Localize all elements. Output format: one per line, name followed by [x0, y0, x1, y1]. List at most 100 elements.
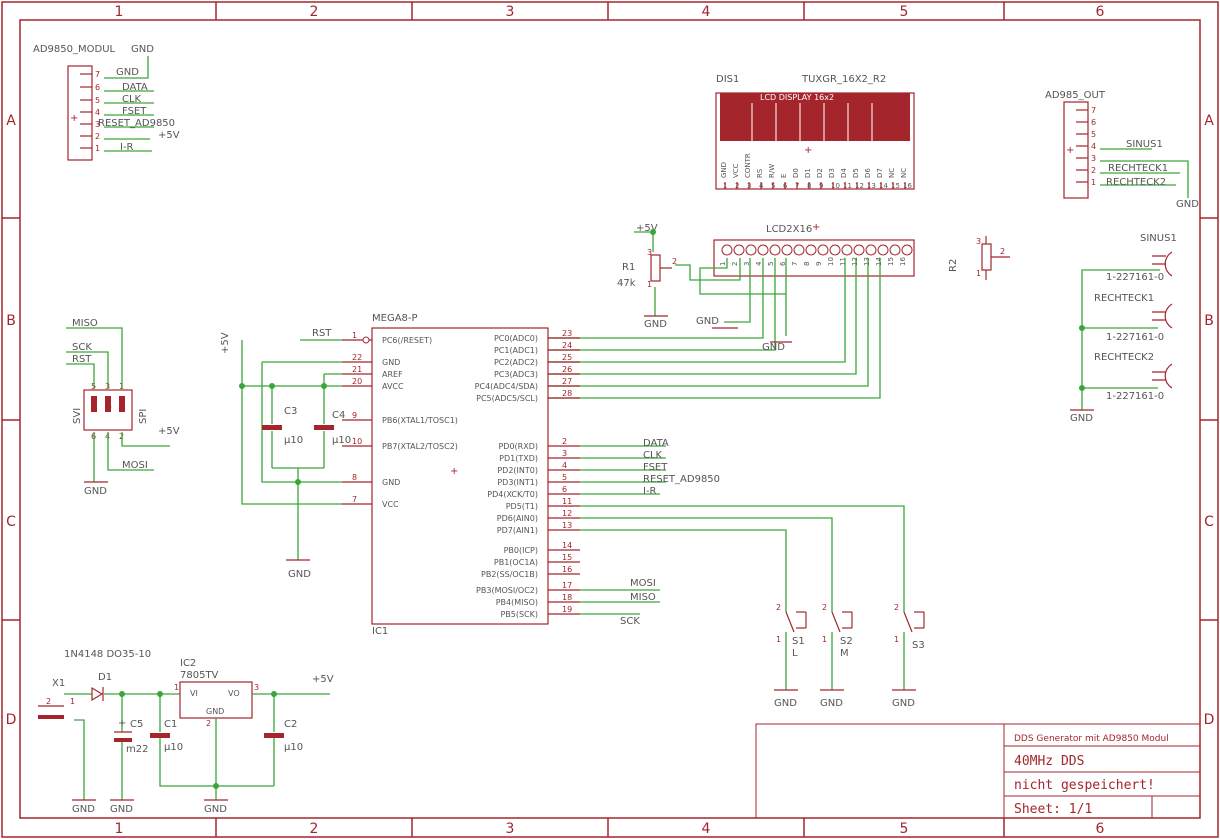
mcu-pin-name: PC2(ADC2) — [494, 358, 538, 367]
mcu-pin-name: PC0(ADC0) — [494, 334, 538, 343]
mcu-pin-number: 19 — [562, 605, 572, 614]
lcd-pin-name: D1 — [804, 168, 812, 178]
gnd-label: GND — [644, 319, 667, 330]
net-label: I-R — [120, 142, 134, 153]
header-pin-number: 11 — [839, 257, 847, 266]
gnd-label: GND — [762, 342, 785, 353]
mcu-pin-name: PD0(RXD) — [498, 442, 538, 451]
cap-ref: C5 — [130, 719, 143, 730]
mcu-pin-name: AREF — [382, 370, 403, 379]
lcd-pin-name: D6 — [864, 168, 872, 178]
lcd-pin-name: RS — [756, 168, 764, 178]
net-label: CLK — [643, 450, 663, 461]
svg-text:1: 1 — [647, 280, 652, 289]
mcu-pin-name: PB7(XTAL2/TOSC2) — [382, 442, 458, 451]
header-pin-number: 1 — [719, 262, 727, 266]
header-pin — [841, 244, 853, 256]
svg-text:2: 2 — [1091, 166, 1096, 175]
mcu-pin-number: 5 — [562, 473, 567, 482]
mcu-pin-number: 23 — [562, 329, 572, 338]
mcu-pin-number: 13 — [562, 521, 572, 530]
cap-value: µ10 — [332, 435, 351, 446]
mcu-pin-number: 3 — [562, 449, 567, 458]
spi-side-label: SVI — [72, 408, 83, 424]
lcd-caption: LCD DISPLAY 16x2 — [760, 93, 834, 102]
header-pin — [721, 244, 733, 256]
header-pin — [817, 244, 829, 256]
pot-r1: +5V 2 3 1 R1 47k GND — [617, 223, 677, 330]
header-pin — [829, 244, 841, 256]
svg-text:5: 5 — [95, 96, 100, 105]
column-label: 5 — [900, 821, 909, 837]
connector-name: AD9850_MODUL — [33, 44, 116, 55]
gnd-label: GND — [288, 569, 311, 580]
switch-ref: S3 — [912, 640, 925, 651]
mcu-pin-name: PB4(MISO) — [496, 598, 538, 607]
column-labels-top: 1 2 3 4 5 6 — [115, 4, 1105, 20]
row-label: C — [1204, 514, 1214, 530]
net-label: SCK — [620, 616, 640, 627]
svg-text:3: 3 — [976, 237, 981, 246]
svg-text:6: 6 — [1091, 118, 1096, 127]
gnd-label: GND — [1176, 199, 1199, 210]
header-pin — [793, 244, 805, 256]
ad9850-wires — [104, 56, 154, 152]
svg-text:3: 3 — [95, 120, 100, 129]
title-block-sheet: Sheet: 1/1 — [1014, 802, 1092, 817]
mcu-pin-number: 25 — [562, 353, 572, 362]
svg-text:1: 1 — [174, 683, 179, 692]
header-pin — [853, 244, 865, 256]
output-part: 1-227161-0 — [1106, 272, 1164, 283]
origin-cross: + — [1066, 145, 1074, 156]
mcu-pin-number: 16 — [562, 565, 572, 574]
header-pin-number: 16 — [899, 257, 907, 266]
cap-ref: C2 — [284, 719, 297, 730]
column-label: 6 — [1096, 821, 1105, 837]
gnd-label: GND — [774, 698, 797, 709]
header-pin-number: 12 — [851, 257, 859, 266]
mcu-left-pins: 1PC6(/RESET)22GND21AREF20AVCC9PB6(XTAL1/… — [342, 331, 458, 509]
svg-text:1: 1 — [776, 635, 781, 644]
connector-name: AD985_OUT — [1045, 90, 1106, 101]
header-pin-number: 13 — [863, 257, 871, 266]
mcu-pin-name: PB3(MOSI/OC2) — [476, 586, 538, 595]
svg-text:1: 1 — [1091, 178, 1096, 187]
mcu-pin-name: PB2(SS/OC1B) — [481, 570, 538, 579]
mcu-pin-name: PC4(ADC4/SDA) — [475, 382, 538, 391]
net-label: MOSI — [122, 460, 148, 471]
cap-value: µ10 — [164, 742, 183, 753]
svg-text:4: 4 — [1091, 142, 1096, 151]
header-pin-number: 15 — [887, 257, 895, 266]
spi-connector: + 5 3 1 6 4 2 SVI SPI MISO SCK RST +5V M… — [66, 318, 180, 497]
header-pin — [901, 244, 913, 256]
title-block-status: nicht gespeichert! — [1014, 778, 1155, 793]
mcu-pin-name: PD1(TXD) — [499, 454, 538, 463]
column-label: 2 — [310, 4, 319, 20]
column-label: 4 — [702, 821, 711, 837]
mcu-pin-name: PB1(OC1A) — [494, 558, 538, 567]
origin-cross: + — [804, 145, 812, 156]
mcu-pin-name: PB6(XTAL1/TOSC1) — [382, 416, 458, 425]
header-pin-number: 3 — [743, 262, 751, 266]
lcd-pin-name: E — [780, 174, 788, 178]
mcu-pin-number: 14 — [562, 541, 572, 550]
mcu-pin-name: PB0(ICP) — [504, 546, 538, 555]
lcd-cell-dividers — [751, 103, 873, 141]
lcd-pin-labels: GND1VCC2CONTR3RS4R/W5E6D07D18D29D310D411… — [720, 153, 912, 190]
header-pin-number: 9 — [815, 262, 823, 266]
switch-s3: 2 1 S3 GND — [892, 600, 925, 709]
gnd-label: GND — [72, 804, 95, 815]
header-pin-number: 10 — [827, 257, 835, 266]
supply-label: +5V — [220, 332, 231, 354]
lcd-pin-name: R/W — [768, 164, 776, 178]
column-labels-bottom: 1 2 3 4 5 6 — [115, 821, 1105, 837]
title-block: DDS Generator mit AD9850 Modul 40MHz DDS… — [755, 723, 1201, 819]
mcu-pin-name: PD4(XCK/T0) — [487, 490, 538, 499]
mcu-pin-number: 2 — [562, 437, 567, 446]
mcu-pin-name: AVCC — [382, 382, 404, 391]
mcu-pin-number: 1 — [352, 331, 357, 340]
row-label: B — [6, 313, 16, 329]
net-label: RST — [312, 328, 332, 339]
supply-label: +5V — [636, 223, 658, 234]
